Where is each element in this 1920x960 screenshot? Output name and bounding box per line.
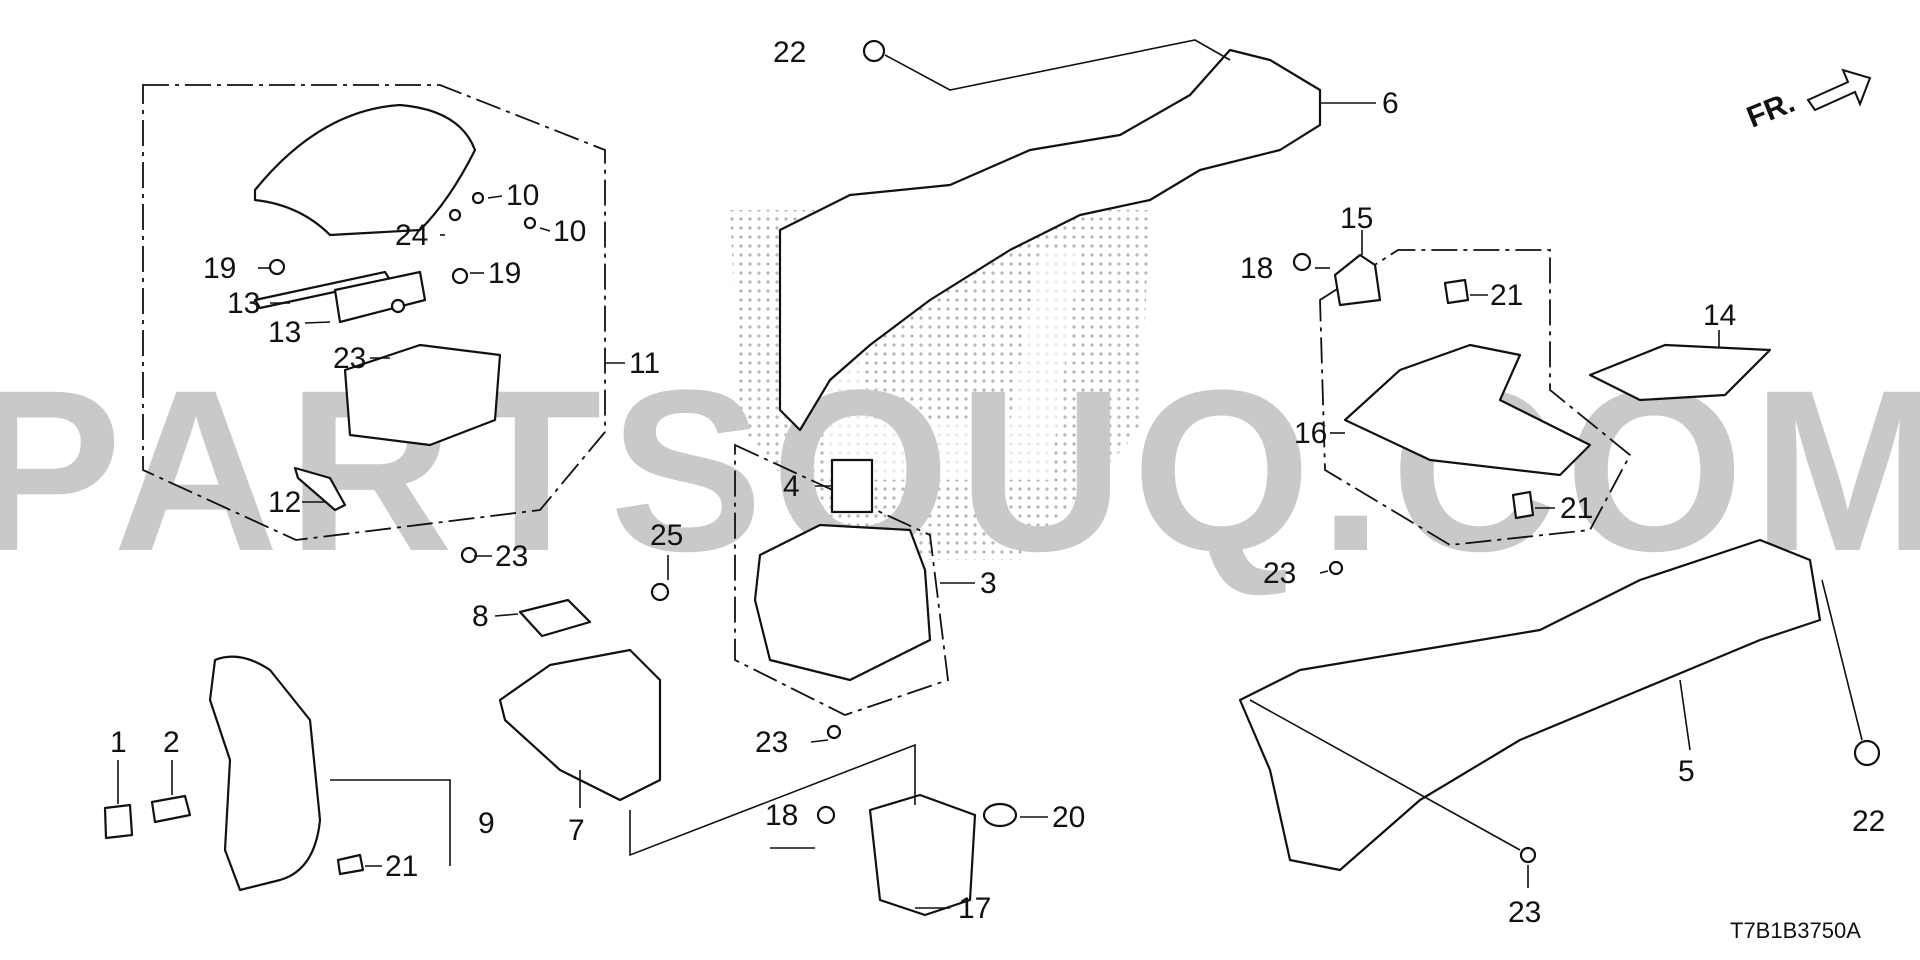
- callout-24: 24: [395, 219, 428, 252]
- screw-23-right: [1328, 560, 1344, 576]
- callout-12: 12: [268, 486, 301, 519]
- callout-8: 8: [472, 600, 489, 633]
- callout-14: 14: [1703, 299, 1736, 332]
- callout-21: 21: [385, 850, 418, 883]
- armrest-base-part: [343, 343, 502, 447]
- leader-lines: [117, 39, 1863, 909]
- callout-23: 23: [1508, 896, 1541, 929]
- callout-11: 11: [629, 347, 660, 380]
- group-box-console-panel: [1319, 249, 1632, 546]
- callout-21: 21: [1490, 279, 1523, 312]
- lower-bracket-part: [868, 793, 977, 917]
- callout-23: 23: [333, 342, 366, 375]
- arrow-icon: [1806, 68, 1872, 112]
- callout-23: 23: [755, 726, 788, 759]
- insert-part: [830, 458, 874, 514]
- callouts: 22 6 10 10 24 19 19 13 13 23 11 12 23 4 …: [110, 36, 1885, 929]
- bolt-18-lower: [816, 805, 836, 825]
- callout-19: 19: [203, 252, 236, 285]
- callout-22: 22: [773, 36, 806, 69]
- hinge-plate-part: [333, 270, 427, 324]
- callout-23: 23: [495, 540, 528, 573]
- callout-3: 3: [980, 567, 997, 600]
- callout-7: 7: [568, 814, 585, 847]
- callout-25: 25: [650, 519, 683, 552]
- callout-2: 2: [163, 726, 180, 759]
- fasteners: [268, 39, 1881, 864]
- callout-9: 9: [478, 807, 495, 840]
- support-bracket-part: [1333, 253, 1382, 307]
- front-direction-indicator: FR.: [1742, 68, 1872, 135]
- callout-18: 18: [765, 799, 798, 832]
- shift-housing-part: [753, 523, 932, 682]
- callout-10: 10: [553, 215, 586, 248]
- callout-16: 16: [1294, 417, 1327, 450]
- nut-part: [982, 802, 1018, 828]
- lower-console-side-part: [1238, 538, 1822, 872]
- armrest-lid-part: [253, 103, 477, 237]
- callout-22: 22: [1852, 805, 1885, 838]
- clip-part-21-middle: [1511, 490, 1535, 520]
- bolt-25: [650, 582, 670, 602]
- callout-21: 21: [1560, 492, 1593, 525]
- switch-part: [103, 803, 134, 840]
- callout-17: 17: [958, 892, 991, 925]
- console-panel-part: [1343, 343, 1592, 477]
- plate-part: [518, 598, 592, 638]
- screw-23-center: [826, 724, 842, 740]
- bolt-18-upper: [1292, 252, 1312, 272]
- diagram-code: T7B1B3750A: [1730, 918, 1861, 943]
- callout-6: 6: [1382, 87, 1399, 120]
- callout-5: 5: [1678, 755, 1695, 788]
- screw-23-bottom: [1519, 846, 1537, 864]
- callout-19: 19: [488, 257, 521, 290]
- screw-23-lower-left: [460, 546, 478, 564]
- watermark-text: PARTSOUQ.COM: [0, 342, 1920, 599]
- plug-part: [150, 794, 192, 824]
- callout-23: 23: [1263, 557, 1296, 590]
- callout-4: 4: [783, 470, 800, 503]
- latch-part: [293, 466, 347, 512]
- callout-13: 13: [268, 316, 301, 349]
- group-box-armrest: [142, 84, 606, 541]
- shift-bracket-part: [498, 648, 662, 802]
- group-box-shift-bracket: [734, 443, 949, 716]
- clip-part-21-upper: [1443, 278, 1470, 305]
- upper-console-side-part: [778, 48, 1322, 432]
- callout-1: 1: [110, 726, 127, 759]
- callout-13: 13: [227, 287, 260, 320]
- screw-23-armrest: [390, 298, 406, 314]
- callout-15: 15: [1340, 202, 1373, 235]
- shift-cover-part: [208, 655, 322, 892]
- clip-part-21-lower: [336, 853, 365, 876]
- callout-10: 10: [506, 179, 539, 212]
- direction-label: FR.: [1742, 86, 1799, 135]
- screw-19-left: [268, 258, 286, 276]
- callout-18: 18: [1240, 252, 1273, 285]
- mat-part: [1588, 343, 1772, 402]
- fastener-22-upper: [862, 39, 886, 63]
- fastener-22-lower: [1853, 739, 1881, 767]
- pin-10-lower: [523, 216, 537, 230]
- screw-19-right: [451, 267, 469, 285]
- pin-10-upper: [471, 191, 485, 205]
- screw-24: [448, 208, 462, 222]
- callout-20: 20: [1052, 801, 1085, 834]
